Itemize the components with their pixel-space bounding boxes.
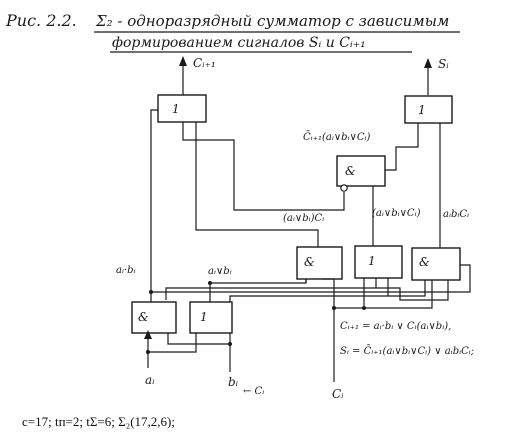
mid-center-signal-label: (aᵢ∨bᵢ∨Cᵢ) — [372, 208, 421, 219]
and-gate-mid — [296, 246, 343, 280]
input-arrow-note: ← Cᵢ — [243, 386, 264, 397]
wire-andab-to-orcarry — [150, 109, 158, 302]
mid-left-signal-label: (aᵢ∨bᵢ)Cᵢ — [283, 213, 324, 224]
inhibit-bubble — [340, 184, 348, 192]
equation-carry: Cᵢ₊₁ = aᵢ·bᵢ ∨ Cᵢ(aᵢ∨bᵢ), — [340, 321, 451, 332]
sum-out-arrow — [424, 58, 432, 68]
carry-out-arrow — [179, 56, 187, 66]
and-gate-inhibit — [336, 155, 386, 187]
title-line-1: Σ₂ - одноразрядный сумматор с зависимым — [95, 12, 449, 30]
mid-right-signal-label: aᵢbᵢCᵢ — [443, 209, 469, 220]
and-gate-right — [411, 247, 461, 281]
and-gate-right-label: & — [419, 255, 430, 269]
sum-out-label: Sᵢ — [438, 57, 449, 71]
or-gate-ab — [189, 301, 233, 334]
or-gate-carry-label: 1 — [172, 102, 180, 116]
wire-inhibit-to-orsum — [385, 123, 419, 171]
or-ab-signal-label: aᵢ∨bᵢ — [208, 266, 232, 277]
and-gate-ab — [131, 301, 177, 334]
input-b-branch — [167, 333, 230, 345]
input-c-to-ormid — [334, 278, 365, 309]
and-gate-inhibit-label: & — [345, 164, 356, 178]
wire-ab-right — [165, 280, 449, 301]
input-b-label: bᵢ — [228, 375, 239, 389]
wire-ab-bus — [151, 264, 471, 293]
input-a-label: aᵢ — [145, 373, 155, 387]
or-gate-carry — [157, 94, 207, 123]
and-gate-mid-label: & — [304, 255, 315, 269]
figure-label: Рис. 2.2. — [5, 11, 77, 30]
figure-caption: c=17; tп=2; tΣ=6; Σ₂(17,2,6); — [22, 414, 175, 429]
input-c-to-andright — [364, 280, 433, 309]
and-gate-ab-label: & — [138, 310, 149, 324]
wire-b-right — [229, 280, 426, 302]
carry-out-label: Cᵢ₊₁ — [193, 56, 216, 70]
inhibit-signal-label: C̄ᵢ₊₁(aᵢ∨bᵢ∨Cᵢ) — [303, 131, 371, 143]
or-gate-mid — [354, 245, 403, 279]
input-c-label: Cᵢ — [332, 387, 344, 401]
title-line-2: формированием сигналов Sᵢ и Cᵢ₊₁ — [112, 35, 366, 51]
left-ab-signal-label: aᵢ·bᵢ — [116, 265, 136, 276]
or-gate-sum — [404, 95, 453, 124]
or-gate-mid-label: 1 — [368, 254, 376, 268]
or-gate-sum-label: 1 — [418, 103, 426, 117]
wire-orab-to-andmid — [209, 279, 307, 302]
input-a-branch — [148, 333, 197, 353]
equation-sum: Sᵢ = C̄ᵢ₊₁(aᵢ∨bᵢ∨Cᵢ) ∨ aᵢbᵢCᵢ; — [340, 345, 474, 357]
wire-andmid-to-orcarry — [195, 122, 319, 247]
or-gate-ab-label: 1 — [200, 310, 208, 324]
wire-carry-to-inhibit — [182, 122, 345, 211]
